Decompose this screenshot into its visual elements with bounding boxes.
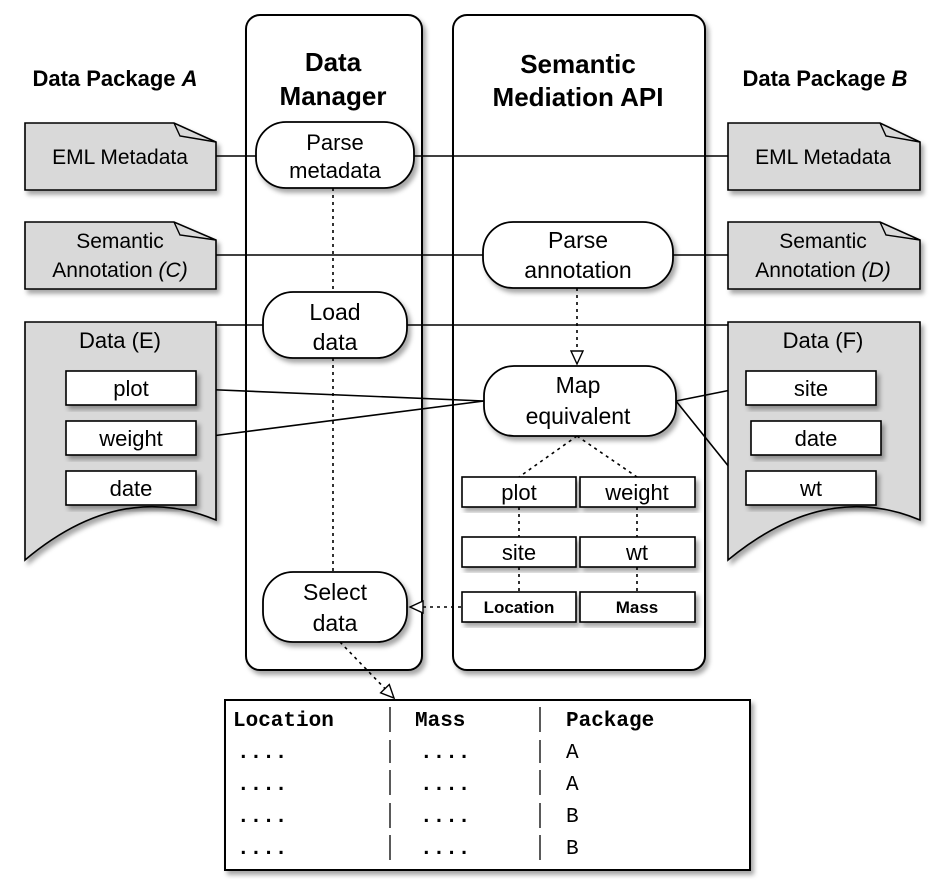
package-b-heading: Data Package B: [742, 66, 907, 91]
parse-annotation-node: Parse annotation: [482, 221, 674, 289]
field-box: [750, 420, 882, 456]
field-date-a: date: [110, 476, 153, 501]
result-header-location: Location: [233, 710, 334, 733]
annotation-c-line1: Semantic: [76, 230, 164, 253]
parse-metadata-node: Parse metadata: [255, 121, 415, 189]
result-table-dividers: [389, 707, 541, 860]
mapping-cell: [579, 476, 696, 508]
mapping-plot: plot: [501, 480, 536, 505]
mapping-wt: wt: [625, 540, 648, 565]
result-table-frame: [224, 699, 751, 871]
mapping-grid: plot weight site wt Location Mass: [461, 476, 696, 623]
result-row-3-package: B: [566, 806, 579, 829]
data-f-doc: Data (F) site date wt: [727, 321, 921, 562]
select-data-line2: data: [313, 610, 358, 636]
select-data-node: Select data: [262, 571, 408, 643]
semantic-api-title-line1: Semantic: [520, 49, 636, 79]
field-box: [745, 470, 877, 506]
eml-metadata-a-doc: EML Metadata: [24, 122, 217, 191]
result-header-mass: Mass: [415, 710, 465, 733]
load-data-line1: Load: [309, 299, 360, 325]
parse-metadata-line1: Parse: [306, 130, 363, 155]
result-row-4-mass: ....: [420, 838, 470, 861]
annotation-d-line2: Annotation (D): [755, 259, 890, 282]
mapping-location: Location: [484, 598, 555, 617]
result-row-3-location: ....: [237, 806, 287, 829]
data-manager-title-line2: Manager: [280, 81, 387, 111]
eml-metadata-a-label: EML Metadata: [52, 146, 188, 169]
result-row-4-location: ....: [237, 838, 287, 861]
data-e-doc: Data (E) plot weight date: [24, 321, 217, 562]
eml-metadata-b-label: EML Metadata: [755, 146, 891, 169]
load-data-node: Load data: [262, 291, 408, 359]
mapping-mass: Mass: [616, 598, 659, 617]
result-row-2-package: A: [566, 774, 579, 797]
mapping-weight: weight: [604, 480, 669, 505]
data-manager-title-line1: Data: [305, 47, 362, 77]
field-box: [65, 420, 197, 456]
dotted-connectors: [332, 188, 638, 698]
eml-metadata-b-doc: EML Metadata: [727, 122, 921, 191]
mapping-cell: [461, 536, 577, 568]
weight-to-map-line: [195, 400, 485, 439]
result-row-2-mass: ....: [420, 774, 470, 797]
parse-annotation-line1: Parse: [548, 227, 608, 253]
field-plot-a: plot: [113, 376, 148, 401]
plot-to-map-line: [195, 388, 485, 402]
result-row-2-location: ....: [237, 774, 287, 797]
field-site-b: site: [794, 376, 828, 401]
result-row-4-package: B: [566, 838, 579, 861]
annotation-c-line2: Annotation (C): [52, 259, 187, 282]
mapping-cell: [461, 591, 577, 623]
annotation-d-line1: Semantic: [779, 230, 867, 253]
mapping-cell: [579, 591, 696, 623]
package-a-heading: Data Package A: [32, 66, 197, 91]
data-f-title: Data (F): [783, 328, 864, 353]
field-box: [745, 370, 877, 406]
load-data-line2: data: [313, 329, 358, 355]
field-box: [65, 470, 197, 506]
map-equivalent-line2: equivalent: [526, 403, 631, 429]
field-date-b: date: [795, 426, 838, 451]
semantic-api-title-line2: Mediation API: [493, 82, 664, 112]
semantic-annotation-d-doc: Semantic Annotation (D): [727, 221, 921, 290]
map-to-weight-dotted: [576, 435, 638, 478]
field-wt-b: wt: [799, 476, 822, 501]
result-table: Location Mass Package .... .... A .... .…: [224, 699, 751, 871]
mapping-cell: [461, 476, 577, 508]
map-to-plot-dotted: [518, 435, 578, 478]
select-data-line1: Select: [303, 579, 368, 605]
parse-metadata-line2: metadata: [289, 158, 381, 183]
parse-annotation-line2: annotation: [524, 257, 631, 283]
map-equivalent-line1: Map: [556, 372, 601, 398]
map-equivalent-node: Map equivalent: [483, 365, 677, 437]
field-weight-a: weight: [98, 426, 163, 451]
result-header-package: Package: [566, 710, 654, 733]
data-e-title: Data (E): [79, 328, 161, 353]
field-box: [65, 370, 197, 406]
semantic-annotation-c-doc: Semantic Annotation (C): [24, 221, 217, 290]
result-row-1-package: A: [566, 742, 579, 765]
semantic-api-lane: [452, 14, 706, 671]
result-row-3-mass: ....: [420, 806, 470, 829]
result-row-1-mass: ....: [420, 742, 470, 765]
select-to-result-arrow: [339, 641, 394, 698]
result-row-1-location: ....: [237, 742, 287, 765]
mapping-cell: [579, 536, 696, 568]
mapping-site: site: [502, 540, 536, 565]
